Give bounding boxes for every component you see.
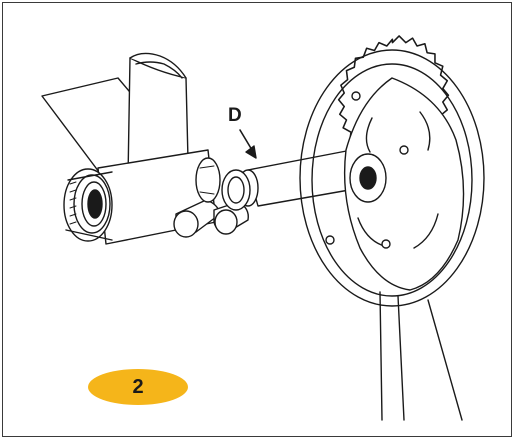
bottom-bracket-cup-icon bbox=[63, 168, 113, 242]
callout-label: D bbox=[228, 105, 242, 126]
arrow-down-icon bbox=[239, 129, 257, 159]
crank-spindle bbox=[221, 147, 373, 211]
seat-tube bbox=[127, 52, 189, 179]
chainstay-tubes bbox=[173, 199, 249, 238]
bottom-bracket-cup-right bbox=[195, 157, 221, 203]
crankset-chainring-icon bbox=[299, 35, 485, 421]
step-number-badge: 2 bbox=[88, 369, 188, 405]
